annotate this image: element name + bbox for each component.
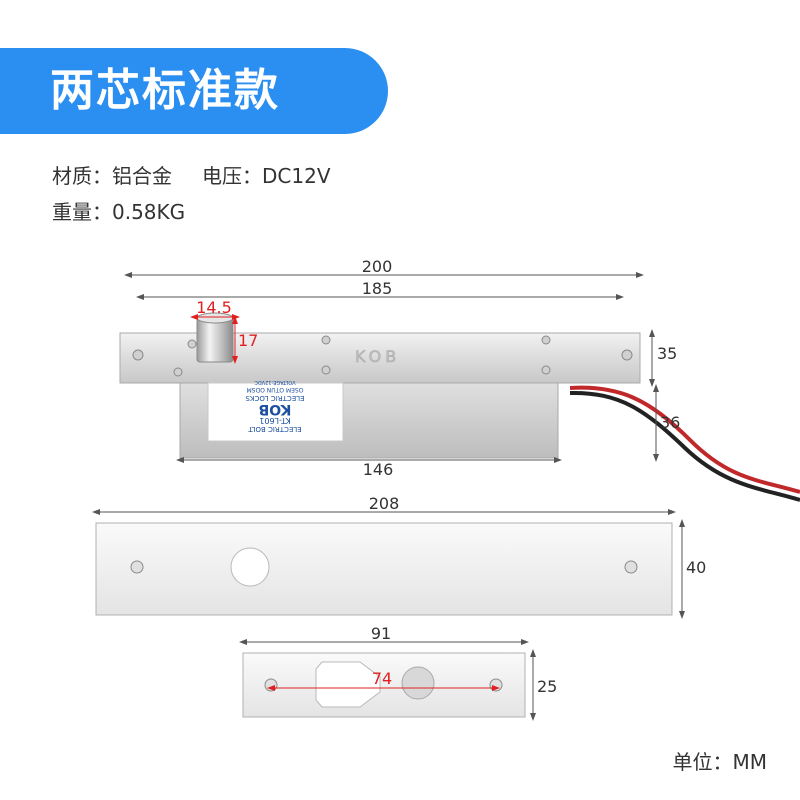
- lock-assembly: KOB ELECTRIC BOLT KT-L601 KOB ELECTRIC L…: [119, 312, 800, 502]
- screw-hole: [130, 560, 144, 574]
- strike-plate-body: [95, 522, 673, 616]
- strike-plate-bolt-hole: [230, 547, 270, 587]
- screw-hole: [187, 339, 197, 349]
- dim-bolt-height: 17: [238, 331, 258, 350]
- spec-line-material-voltage: 材质：铝合金 电压：DC12V: [52, 160, 331, 189]
- label-line2: KT-L601: [259, 416, 290, 425]
- label-line3: ELECTRIC LOCKS: [245, 394, 305, 402]
- page-title: 两芯标准款: [50, 65, 280, 116]
- screw-hole: [321, 335, 331, 345]
- unit-value: MM: [732, 750, 767, 774]
- voltage-label: 电压：: [202, 164, 262, 188]
- screw-hole: [541, 335, 551, 345]
- product-label: ELECTRIC BOLT KT-L601 KOB ELECTRIC LOCKS…: [207, 379, 344, 442]
- screw-hole: [489, 678, 503, 692]
- keeper-slot: [315, 661, 381, 708]
- plate-brand-emboss: KOB: [355, 347, 400, 366]
- dim-plate-width: 35: [657, 344, 677, 363]
- screw-hole: [264, 678, 278, 692]
- label-line5: VOLTAGE:12VDC: [254, 379, 296, 385]
- material-label: 材质：: [52, 164, 112, 188]
- screw-hole: [173, 367, 183, 377]
- screw-hole: [541, 365, 551, 375]
- spec-line-weight: 重量：0.58KG: [52, 196, 185, 225]
- screw-hole: [621, 349, 633, 361]
- dim-strike-width: 40: [686, 558, 706, 577]
- label-brand: KOB: [259, 401, 292, 417]
- dim-keeper-width: 25: [537, 677, 557, 696]
- dim-overall-length: 200: [362, 257, 393, 276]
- weight-label: 重量：: [52, 200, 112, 224]
- label-line1: ELECTRIC BOLT: [248, 425, 302, 433]
- strike-plate: [95, 522, 673, 616]
- dim-keeper-length: 91: [371, 624, 391, 643]
- unit-label: 单位：: [672, 750, 733, 774]
- material-value: 铝合金: [112, 164, 172, 188]
- dim-keeper-hole-spacing: 74: [372, 669, 392, 688]
- unit-note: 单位：MM: [672, 746, 767, 775]
- label-line4: OSEM OTUN ODSM: [247, 386, 304, 393]
- screw-hole: [624, 560, 638, 574]
- dim-strike-length: 208: [369, 494, 400, 513]
- dim-body-length: 146: [363, 460, 394, 479]
- dim-body-height: 36: [660, 413, 680, 432]
- weight-value: 0.58KG: [112, 200, 186, 224]
- black-wire: [569, 390, 800, 502]
- lock-bolt: [196, 317, 234, 363]
- screw-hole: [132, 349, 144, 361]
- red-wire: [569, 385, 800, 494]
- dim-plate-length: 185: [362, 279, 393, 298]
- screw-hole: [321, 365, 331, 375]
- title-banner: 两芯标准款: [0, 48, 388, 134]
- dim-bolt-diameter: 14.5: [196, 298, 232, 317]
- voltage-value: DC12V: [262, 164, 331, 188]
- keeper-round-hole: [401, 666, 435, 700]
